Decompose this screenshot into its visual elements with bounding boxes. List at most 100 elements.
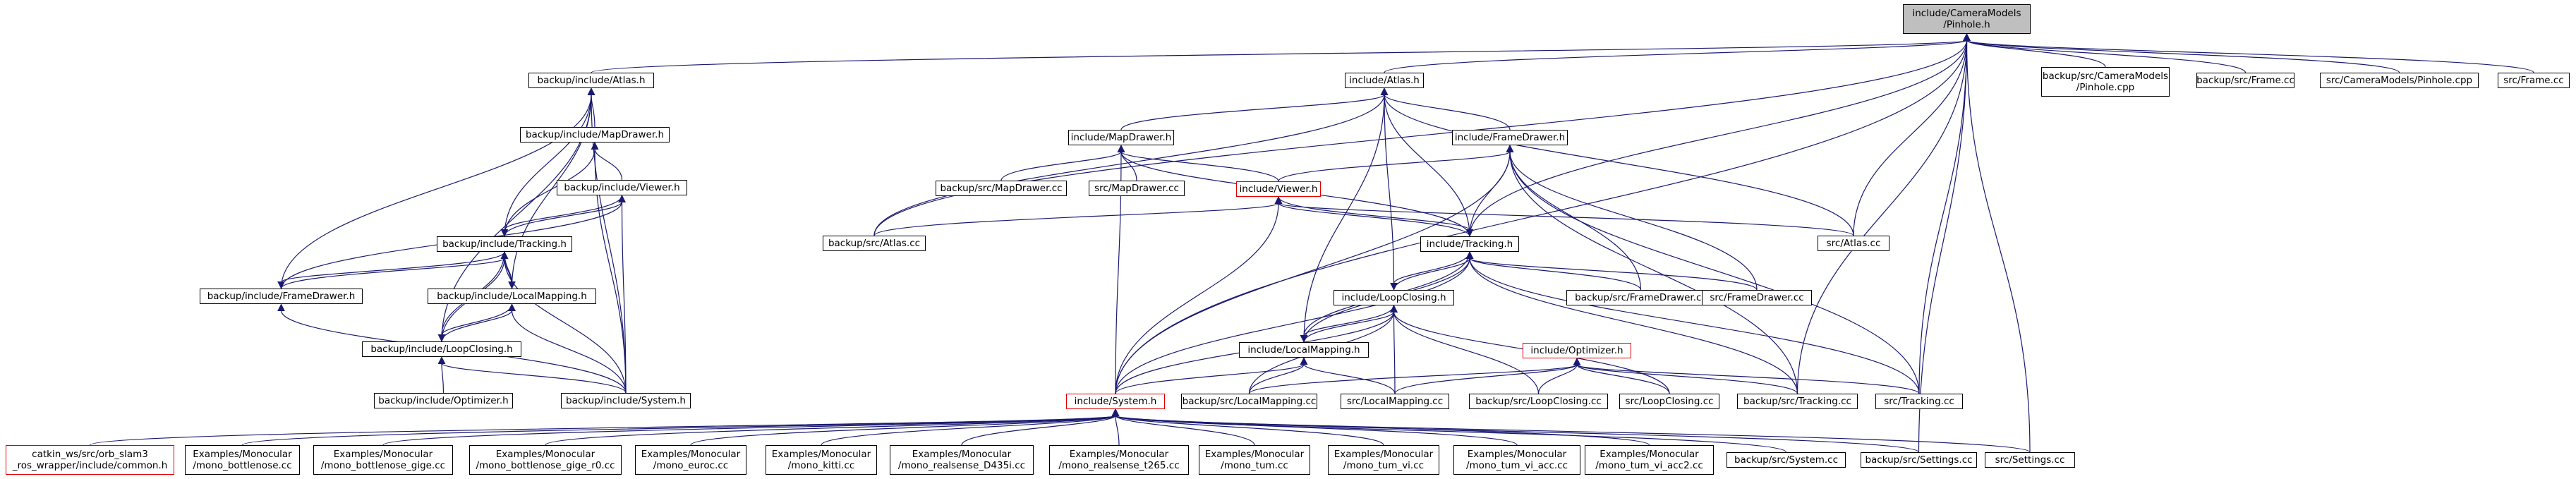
node-b-viewer-h[interactable]: backup/include/Viewer.h bbox=[557, 180, 687, 195]
node-b-optimizer-h[interactable]: backup/include/Optimizer.h bbox=[374, 393, 513, 408]
edge-viewer-h-to-src-atlas bbox=[1274, 196, 1854, 236]
node-label-line: backup/src/Atlas.cc bbox=[828, 238, 921, 249]
edge-system-h-to-ex-tum bbox=[1111, 408, 1255, 446]
node-ex-tum-vi-acc[interactable]: Examples/Monocular/mono_tum_vi_acc.cc bbox=[1453, 445, 1580, 475]
node-label-line: Examples/Monocular bbox=[912, 449, 1012, 460]
node-b-system-h[interactable]: backup/include/System.h bbox=[561, 393, 691, 408]
edge-mapdrawer-h-to-viewer-h bbox=[1117, 145, 1279, 182]
node-label-line: src/LocalMapping.cc bbox=[1346, 396, 1444, 407]
node-common-h[interactable]: catkin_ws/src/orb_slam3_ros_wrapper/incl… bbox=[6, 445, 174, 475]
node-label-line: backup/include/Tracking.h bbox=[442, 238, 567, 250]
edge-system-h-to-src-settings bbox=[1111, 408, 2031, 453]
node-b-src-settings[interactable]: backup/src/Settings.cc bbox=[1861, 452, 1977, 468]
node-ex-bottlenose-gige[interactable]: Examples/Monocular/mono_bottlenose_gige.… bbox=[313, 445, 453, 475]
node-label-line: include/LoopClosing.h bbox=[1341, 292, 1446, 303]
node-ex-bottlenose[interactable]: Examples/Monocular/mono_bottlenose.cc bbox=[185, 445, 300, 475]
node-label-line: include/Atlas.h bbox=[1349, 75, 1420, 86]
node-b-src-system[interactable]: backup/src/System.cc bbox=[1727, 452, 1846, 468]
edge-loopclosing-h-to-tracking-h bbox=[1390, 251, 1470, 291]
edge-framedrawer-h-to-src-tracking bbox=[1506, 145, 1920, 394]
edge-root-to-b-src-settings bbox=[1918, 33, 1971, 453]
edge-framedrawer-h-to-b-src-framedrawer bbox=[1506, 145, 1642, 291]
node-b-mapdrawer-h[interactable]: backup/include/MapDrawer.h bbox=[520, 127, 670, 143]
edge-b-tracking-h-to-b-viewer-h bbox=[500, 195, 623, 237]
node-b-cm-pinhole[interactable]: backup/src/CameraModels/Pinhole.cpp bbox=[2041, 67, 2170, 97]
node-label-line: backup/include/FrameDrawer.h bbox=[207, 291, 356, 302]
node-label-line: /mono_bottlenose_gige_r0.cc bbox=[476, 460, 615, 471]
node-mapdrawer-h[interactable]: include/MapDrawer.h bbox=[1068, 130, 1174, 145]
node-label-line: src/Atlas.cc bbox=[1826, 238, 1881, 249]
edge-optimizer-h-to-b-src-loopclosing bbox=[1537, 358, 1581, 394]
edge-system-h-to-ex-t265 bbox=[1111, 408, 1120, 446]
edge-root-to-src-frame-cc bbox=[1963, 33, 2534, 73]
edge-root-to-atlas-h bbox=[1384, 33, 1971, 73]
node-b-loopclosing-h[interactable]: backup/include/LoopClosing.h bbox=[362, 341, 521, 357]
node-b-frame-cc[interactable]: backup/src/Frame.cc bbox=[2196, 73, 2294, 88]
node-label-line: _ros_wrapper/include/common.h bbox=[12, 460, 168, 471]
node-loopclosing-h[interactable]: include/LoopClosing.h bbox=[1334, 290, 1454, 305]
node-b-src-atlas[interactable]: backup/src/Atlas.cc bbox=[823, 236, 926, 251]
node-label-line: backup/include/Atlas.h bbox=[537, 75, 646, 86]
node-src-framedrawer[interactable]: src/FrameDrawer.cc bbox=[1702, 290, 1812, 305]
node-src-settings[interactable]: src/Settings.cc bbox=[1985, 452, 2075, 468]
edge-localmapping-h-to-system-h bbox=[1115, 357, 1308, 394]
node-src-frame-cc[interactable]: src/Frame.cc bbox=[2498, 73, 2570, 88]
edge-tracking-h-to-src-tracking bbox=[1465, 251, 1920, 394]
node-label-line: Examples/Monocular bbox=[1467, 449, 1567, 460]
node-label-line: backup/src/Tracking.cc bbox=[1743, 396, 1851, 407]
node-localmapping-h[interactable]: include/LocalMapping.h bbox=[1239, 342, 1369, 358]
node-ex-tum[interactable]: Examples/Monocular/mono_tum.cc bbox=[1199, 445, 1310, 475]
edge-framedrawer-h-to-b-src-tracking bbox=[1506, 145, 1798, 394]
node-label-line: /mono_euroc.cc bbox=[653, 460, 729, 471]
node-label-line: include/CameraModels bbox=[1912, 8, 2021, 19]
node-ex-d435i[interactable]: Examples/Monocular/mono_realsense_D435i.… bbox=[890, 445, 1034, 475]
node-label-line: backup/include/MapDrawer.h bbox=[525, 129, 664, 140]
node-tracking-h[interactable]: include/Tracking.h bbox=[1420, 236, 1519, 252]
node-b-atlas-h[interactable]: backup/include/Atlas.h bbox=[528, 73, 654, 88]
node-ex-tum-vi-acc2[interactable]: Examples/Monocular/mono_tum_vi_acc2.cc bbox=[1585, 445, 1714, 475]
node-b-src-localmapping[interactable]: backup/src/LocalMapping.cc bbox=[1181, 394, 1317, 409]
node-atlas-h[interactable]: include/Atlas.h bbox=[1345, 73, 1424, 88]
edge-root-to-b-atlas-h bbox=[591, 33, 1971, 73]
edge-b-loopclosing-h-to-b-system-h bbox=[437, 356, 627, 394]
edge-system-h-to-ex-bottlenose bbox=[241, 408, 1120, 446]
node-src-atlas[interactable]: src/Atlas.cc bbox=[1818, 236, 1889, 251]
edge-tracking-h-to-b-src-tracking bbox=[1465, 251, 1798, 394]
node-system-h[interactable]: include/System.h bbox=[1066, 394, 1165, 409]
node-viewer-h[interactable]: include/Viewer.h bbox=[1236, 181, 1321, 197]
node-b-src-tracking[interactable]: backup/src/Tracking.cc bbox=[1737, 394, 1858, 409]
node-label-line: src/Settings.cc bbox=[1995, 454, 2065, 466]
node-label-line: include/LocalMapping.h bbox=[1247, 344, 1360, 356]
node-ex-t265[interactable]: Examples/Monocular/mono_realsense_t265.c… bbox=[1049, 445, 1189, 475]
node-src-loopclosing[interactable]: src/LoopClosing.cc bbox=[1619, 394, 1719, 409]
node-src-tracking[interactable]: src/Tracking.cc bbox=[1875, 394, 1963, 409]
node-label-line: src/Tracking.cc bbox=[1884, 396, 1954, 407]
node-label-line: include/Tracking.h bbox=[1426, 238, 1513, 250]
edge-localmapping-h-to-b-src-localmapping bbox=[1248, 357, 1308, 394]
edge-system-h-to-ex-bottlenose-gige bbox=[382, 408, 1120, 446]
node-label-line: /mono_realsense_D435i.cc bbox=[897, 460, 1026, 471]
node-b-src-loopclosing[interactable]: backup/src/LoopClosing.cc bbox=[1469, 394, 1608, 409]
node-root[interactable]: include/CameraModels/Pinhole.h bbox=[1903, 4, 2031, 34]
edge-system-h-to-common-h bbox=[89, 408, 1120, 446]
node-label-line: /mono_realsense_t265.cc bbox=[1058, 460, 1180, 471]
node-optimizer-h[interactable]: include/Optimizer.h bbox=[1523, 343, 1631, 358]
node-src-localmapping[interactable]: src/LocalMapping.cc bbox=[1341, 394, 1449, 409]
node-framedrawer-h[interactable]: include/FrameDrawer.h bbox=[1452, 130, 1568, 145]
node-b-localmapping-h[interactable]: backup/include/LocalMapping.h bbox=[428, 289, 596, 304]
edge-b-localmapping-h-to-b-system-h bbox=[508, 303, 627, 394]
node-label-line: /Pinhole.h bbox=[1943, 19, 1990, 30]
node-b-src-mapdrawer[interactable]: backup/src/MapDrawer.cc bbox=[936, 181, 1067, 196]
node-b-framedrawer-h[interactable]: backup/include/FrameDrawer.h bbox=[200, 289, 363, 304]
node-b-src-framedrawer[interactable]: backup/src/FrameDrawer.cc bbox=[1566, 290, 1715, 305]
node-b-tracking-h[interactable]: backup/include/Tracking.h bbox=[437, 236, 572, 252]
node-ex-tum-vi[interactable]: Examples/Monocular/mono_tum_vi.cc bbox=[1328, 445, 1439, 475]
node-src-mapdrawer[interactable]: src/MapDrawer.cc bbox=[1089, 181, 1185, 196]
node-src-cm-pinhole[interactable]: src/CameraModels/Pinhole.cpp bbox=[2320, 73, 2479, 88]
edge-framedrawer-h-to-viewer-h bbox=[1278, 145, 1514, 182]
node-ex-euroc[interactable]: Examples/Monocular/mono_euroc.cc bbox=[635, 445, 746, 475]
node-ex-bottlenose-gige-r0[interactable]: Examples/Monocular/mono_bottlenose_gige_… bbox=[469, 445, 622, 475]
node-ex-kitti[interactable]: Examples/Monocular/mono_kitti.cc bbox=[766, 445, 877, 475]
edge-optimizer-h-to-src-loopclosing bbox=[1573, 358, 1670, 394]
edge-tracking-h-to-viewer-h bbox=[1278, 196, 1474, 237]
